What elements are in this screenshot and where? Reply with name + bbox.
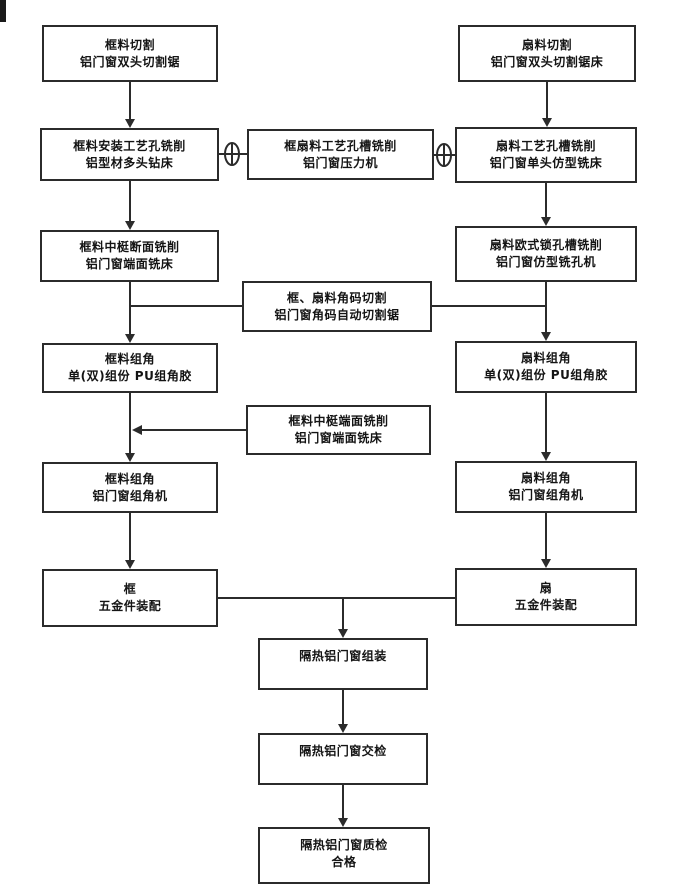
node-label-line2: 五金件装配 (98, 599, 162, 613)
node-window-assembly: 隔热铝门窗组装 (258, 638, 428, 690)
arrow-frame-cut-to-install (125, 82, 135, 128)
node-label-line1: 扇料组角 (520, 351, 571, 365)
arrow-install-to-mullion-section (125, 181, 135, 230)
node-frame-corner-glue: 框料组角 单(双)组份 PU组角胶 (42, 343, 218, 393)
node-label-line2: 单(双)组份 PU组角胶 (68, 369, 192, 383)
arrow-assembly-to-cross-inspect (338, 690, 348, 733)
node-frame-sash-hole-slot-milling: 框扇料工艺孔槽铣削 铝门窗压力机 (247, 129, 434, 180)
node-label-line1: 扇料组角 (520, 471, 571, 485)
arrow-frame-corner-to-corner-machine (125, 393, 246, 462)
node-label-line2: 铝门窗仿型铣孔机 (495, 255, 596, 269)
node-frame-mullion-end-milling: 框料中梃端面铣削 铝门窗端面铣床 (246, 405, 431, 455)
node-frame-hardware-assembly: 框 五金件装配 (42, 569, 218, 627)
node-label-line2: 铝门窗端面铣床 (294, 431, 383, 445)
arrow-sash-corner-to-corner-machine (541, 393, 551, 461)
node-label-line1: 框、扇料角码切割 (286, 290, 387, 305)
node-frame-corner-machine: 框料组角 铝门窗组角机 (42, 462, 218, 513)
node-label-line1: 框料中梃端面铣削 (288, 414, 389, 428)
node-label-line1: 框料组角 (104, 352, 155, 366)
node-corner-code-cutting: 框、扇料角码切割 铝门窗角码自动切割锯 (242, 281, 432, 332)
junction-right-circle-cross-icon (434, 143, 455, 167)
node-label-line1: 隔热铝门窗交检 (299, 744, 387, 758)
arrow-frame-corner-machine-to-hardware (125, 513, 135, 569)
node-label-line1: 扇料工艺孔槽铣削 (495, 139, 596, 153)
node-label-line1: 隔热铝门窗质检 (300, 838, 388, 852)
arrow-sash-corner-machine-to-hardware (541, 513, 551, 568)
node-frame-mullion-section-milling: 框料中梃断面铣削 铝门窗端面铣床 (40, 230, 219, 282)
node-label-line1: 框料组角 (104, 471, 155, 486)
arrow-sash-cut-to-hole (542, 82, 552, 127)
node-frame-cutting: 框料切割 铝门窗双头切割锯 (42, 25, 218, 82)
node-label-line2: 铝门窗单头仿型铣床 (489, 156, 603, 170)
node-label-line1: 框料安装工艺孔铣削 (73, 138, 186, 153)
node-label-line2: 单(双)组份 PU组角胶 (484, 368, 608, 382)
scan-artifact (0, 0, 6, 22)
node-label-line2: 铝门窗压力机 (302, 155, 378, 170)
arrow-sash-hole-to-lock-slot (541, 183, 551, 226)
node-label-line1: 隔热铝门窗组装 (299, 649, 387, 663)
node-label-line2: 铝门窗组角机 (92, 488, 168, 503)
node-label-line1: 框 (123, 582, 137, 596)
node-label-line2: 合格 (331, 855, 357, 869)
junction-left-circle-cross-icon (219, 142, 247, 166)
arrow-lock-slot-to-sash-corner (432, 282, 551, 341)
node-label-line2: 五金件装配 (514, 598, 578, 612)
node-label-line1: 框扇料工艺孔槽铣削 (284, 138, 397, 153)
node-label-line2: 铝门窗双头切割锯 (79, 54, 180, 69)
node-label-line2: 铝门窗角码自动切割锯 (274, 307, 400, 322)
node-quality-inspection-pass: 隔热铝门窗质检 合格 (258, 827, 430, 884)
node-sash-hardware-assembly: 扇 五金件装配 (455, 568, 637, 626)
node-sash-corner-machine: 扇料组角 铝门窗组角机 (455, 461, 637, 513)
arrow-cross-inspect-to-quality-inspect (338, 785, 348, 827)
node-label-line2: 铝门窗端面铣床 (85, 257, 174, 271)
node-label-line2: 铝门窗组角机 (508, 488, 584, 502)
node-cross-inspection: 隔热铝门窗交检 (258, 733, 428, 785)
node-sash-hole-slot-milling: 扇料工艺孔槽铣削 铝门窗单头仿型铣床 (455, 127, 637, 183)
node-sash-lock-slot-milling: 扇料欧式锁孔槽铣削 铝门窗仿型铣孔机 (455, 226, 637, 282)
node-sash-corner-glue: 扇料组角 单(双)组份 PU组角胶 (455, 341, 637, 393)
node-label-line1: 扇料切割 (521, 37, 572, 52)
node-label-line2: 铝型材多头钻床 (85, 155, 174, 170)
node-label-line1: 框料切割 (104, 37, 155, 52)
node-label-line1: 扇 (539, 581, 553, 595)
arrow-mullion-section-to-frame-corner (125, 282, 242, 343)
node-label-line2: 铝门窗双头切割锯床 (490, 54, 604, 69)
arrow-hardware-merge-to-assembly (218, 597, 455, 638)
node-label-line1: 扇料欧式锁孔槽铣削 (489, 238, 603, 252)
node-label-line1: 框料中梃断面铣削 (79, 240, 180, 254)
node-sash-cutting: 扇料切割 铝门窗双头切割锯床 (458, 25, 636, 82)
node-frame-install-hole-milling: 框料安装工艺孔铣削 铝型材多头钻床 (40, 128, 219, 181)
